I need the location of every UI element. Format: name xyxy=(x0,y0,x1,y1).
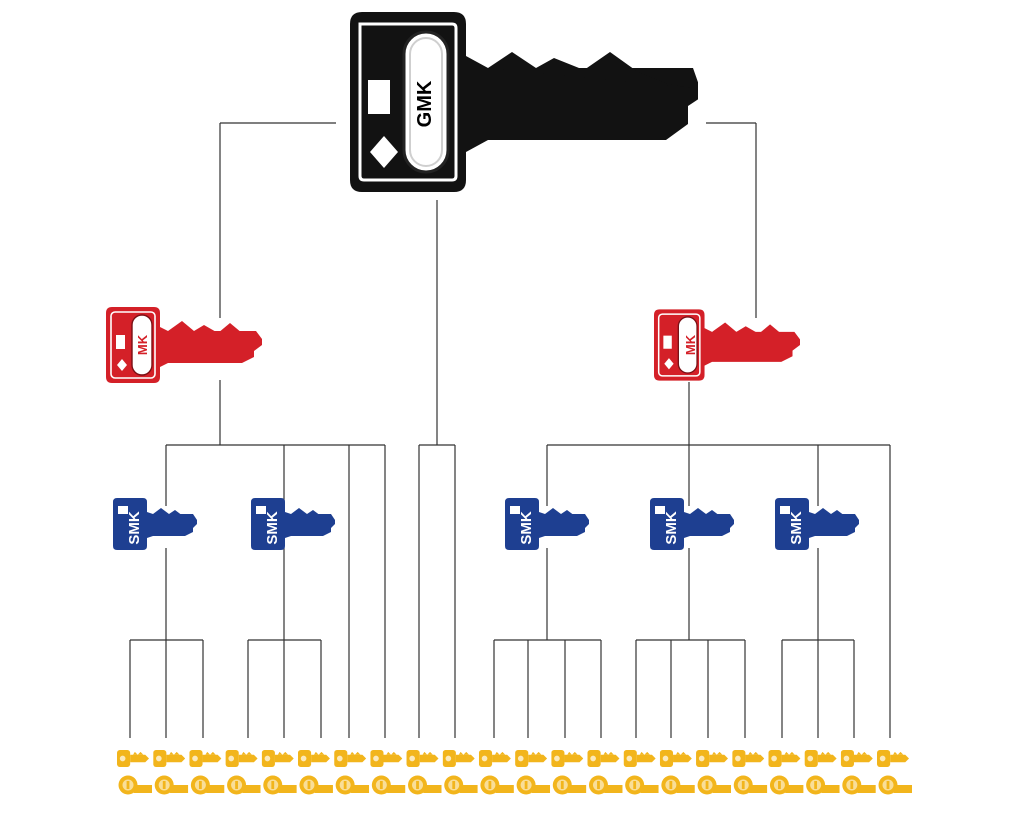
connection-lines xyxy=(129,122,891,738)
cylinder-icon xyxy=(190,775,225,795)
cylinder-icon xyxy=(480,775,514,795)
cylinder-with-key xyxy=(587,750,623,795)
key-icon xyxy=(348,12,698,192)
cylinder-icon xyxy=(661,775,695,795)
cylinder-icon xyxy=(697,775,732,795)
cylinder-icon xyxy=(516,775,551,795)
key-icon xyxy=(117,750,149,767)
cylinder-icon xyxy=(227,775,261,795)
grand-master-key-label: GMK xyxy=(414,80,436,127)
sub-master-key: SMK xyxy=(113,498,197,550)
cylinder-with-key xyxy=(840,750,876,795)
master-key-label: MK xyxy=(683,334,698,355)
key-icon xyxy=(515,750,548,767)
cylinder-with-key xyxy=(732,750,768,795)
key-icon xyxy=(659,750,692,767)
cylinder-with-key xyxy=(334,750,370,795)
cylinder-icon xyxy=(299,775,333,795)
cylinder-with-key xyxy=(659,750,695,795)
key-icon xyxy=(106,307,262,383)
sub-master-keys: SMK SMK SMK SMK SMK xyxy=(113,498,859,550)
cylinder-with-key xyxy=(442,750,478,795)
cylinder-icon xyxy=(335,775,370,795)
cylinder-row xyxy=(117,750,912,795)
cylinder-icon xyxy=(625,775,659,795)
key-icon xyxy=(551,750,584,767)
cylinder-icon xyxy=(878,775,912,795)
cylinder-with-key xyxy=(297,750,333,795)
cylinder-with-key xyxy=(877,750,912,795)
cylinder-with-key xyxy=(804,750,840,795)
cylinder-with-key xyxy=(406,750,442,795)
master-key-right: MK xyxy=(654,308,800,382)
key-icon xyxy=(442,750,475,767)
cylinder-icon xyxy=(733,775,768,795)
cylinder-icon xyxy=(118,775,152,795)
sub-master-key-label: SMK xyxy=(126,511,143,545)
cylinder-with-key xyxy=(370,750,406,795)
cylinder-icon xyxy=(263,775,297,795)
cylinder-icon xyxy=(806,775,840,795)
grand-master-key: GMK xyxy=(348,12,698,192)
cylinder-with-key xyxy=(117,750,152,795)
key-icon xyxy=(406,750,439,767)
cylinder-with-key xyxy=(551,750,587,795)
sub-master-key: SMK xyxy=(251,498,335,550)
key-icon xyxy=(840,750,873,767)
key-icon xyxy=(654,308,800,382)
key-icon xyxy=(334,750,367,767)
sub-master-key-label: SMK xyxy=(518,511,535,545)
cylinder-with-key xyxy=(261,750,297,795)
cylinder-with-key xyxy=(768,750,804,795)
key-icon xyxy=(696,750,729,767)
sub-master-key: SMK xyxy=(775,498,859,550)
cylinder-with-key xyxy=(623,750,659,795)
key-icon xyxy=(261,750,294,767)
key-icon xyxy=(732,750,765,767)
key-icon xyxy=(189,750,222,767)
key-icon xyxy=(225,750,258,767)
key-icon xyxy=(587,750,620,767)
sub-master-key: SMK xyxy=(505,498,589,550)
cylinder-icon xyxy=(371,775,406,795)
key-icon xyxy=(877,750,909,767)
cylinder-icon xyxy=(408,775,442,795)
cylinder-with-key xyxy=(189,750,225,795)
sub-master-key-label: SMK xyxy=(264,511,281,545)
key-icon xyxy=(478,750,511,767)
cylinder-with-key xyxy=(696,750,732,795)
key-icon xyxy=(370,750,403,767)
cylinder-icon xyxy=(588,775,623,795)
cylinder-with-key xyxy=(478,750,514,795)
sub-master-key-label: SMK xyxy=(788,511,805,545)
cylinder-icon xyxy=(154,775,189,795)
key-icon xyxy=(804,750,837,767)
master-key-left: MK xyxy=(106,307,262,383)
cylinder-icon xyxy=(769,775,804,795)
sub-master-key: SMK xyxy=(650,498,734,550)
cylinder-with-key xyxy=(153,750,189,795)
key-icon xyxy=(768,750,801,767)
key-icon xyxy=(623,750,656,767)
cylinder-icon xyxy=(842,775,876,795)
cylinder-icon xyxy=(444,775,478,795)
key-icon xyxy=(153,750,186,767)
cylinder-with-key xyxy=(225,750,261,795)
master-key-label: MK xyxy=(135,334,150,355)
cylinder-icon xyxy=(552,775,587,795)
sub-master-key-label: SMK xyxy=(663,511,680,545)
key-icon xyxy=(297,750,330,767)
cylinder-with-key xyxy=(515,750,551,795)
